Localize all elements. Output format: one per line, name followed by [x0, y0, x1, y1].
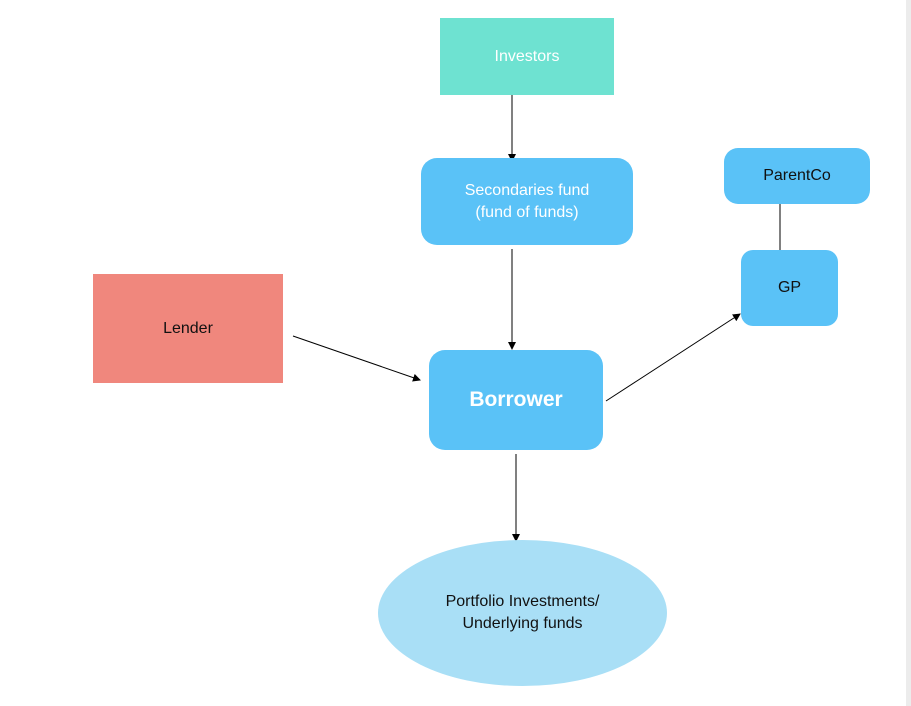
parentco-node: ParentCo — [724, 148, 870, 204]
arrow-lender-to-borrower — [292, 335, 421, 382]
arrow-borrower-to-gp — [605, 313, 741, 402]
portfolio-investments-node: Portfolio Investments/ Underlying funds — [378, 540, 667, 686]
gp-label: GP — [777, 279, 802, 297]
gp-node: GP — [741, 250, 838, 326]
page-edge-divider — [906, 0, 911, 706]
investors-label: Investors — [494, 47, 560, 65]
parentco-label: ParentCo — [763, 167, 831, 185]
lender-label: Lender — [163, 319, 213, 337]
lender-node: Lender — [93, 274, 283, 383]
portfolio-investments-label: Portfolio Investments/ Underlying funds — [445, 593, 600, 632]
borrower-node: Borrower — [429, 350, 603, 450]
secondaries-fund-node: Secondaries fund (fund of funds) — [421, 158, 633, 245]
secondaries-fund-label: Secondaries fund (fund of funds) — [464, 181, 590, 221]
investors-node: Investors — [440, 18, 614, 95]
borrower-label: Borrower — [469, 387, 563, 411]
